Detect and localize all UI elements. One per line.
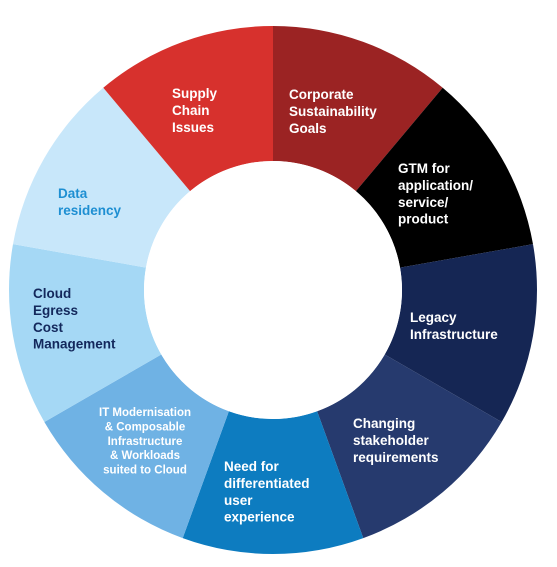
segment-supply-chain-issues <box>103 26 273 192</box>
segment-legacy-infrastructure <box>384 244 537 422</box>
segment-changing-stakeholder-requirements <box>317 354 502 539</box>
segment-gtm-for-application-service-product <box>355 87 533 268</box>
segment-data-residency <box>13 87 191 268</box>
segment-cloud-egress-cost-management <box>8 244 162 422</box>
donut-center-hole <box>144 161 402 419</box>
segment-corporate-sustainability-goals <box>273 26 443 192</box>
segment-it-modernisation-composable-infrastructure-workloads-suited-to-cloud <box>44 354 229 539</box>
segment-need-for-differentiated-user-experience <box>182 411 364 555</box>
segments-layer <box>8 26 537 555</box>
